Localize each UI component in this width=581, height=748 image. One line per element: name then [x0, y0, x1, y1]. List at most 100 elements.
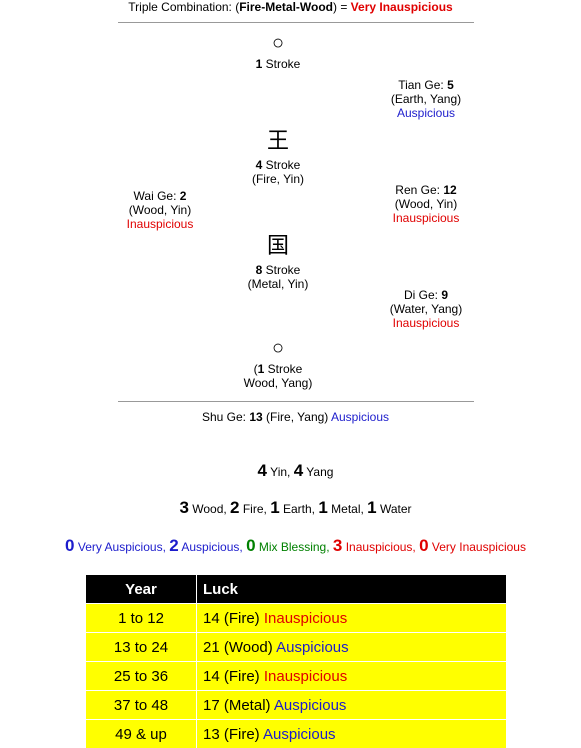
luck-count: 0	[419, 536, 428, 555]
stroke-unit: Stroke	[262, 263, 300, 277]
character-element: Wood, Yang)	[218, 376, 338, 390]
grid-number: 2	[180, 189, 187, 203]
grid-element: (Wood, Yin)	[100, 203, 220, 217]
luck-cell: 21 (Wood) Auspicious	[197, 633, 507, 662]
char-block-2: 王 4 Stroke (Fire, Yin)	[218, 130, 338, 186]
character-element: (Metal, Yin)	[218, 277, 338, 291]
luck-number: 21 (Wood)	[203, 639, 276, 656]
table-row: 25 to 36 14 (Fire) Inauspicious	[86, 662, 506, 691]
luck-value: Auspicious	[276, 639, 349, 656]
character-element: (Fire, Yin)	[218, 172, 338, 186]
grid-label: Ren Ge:	[395, 183, 443, 197]
character-glyph: 国	[218, 235, 338, 259]
character-glyph: 王	[218, 130, 338, 154]
yin-label: Yin,	[267, 465, 294, 479]
table-row: 49 & up 13 (Fire) Auspicious	[86, 720, 506, 748]
circle-placeholder-icon: ○	[218, 33, 338, 53]
grid-luck: Auspicious	[331, 410, 389, 424]
yin-count: 4	[258, 461, 267, 480]
grid-element: (Water, Yang)	[366, 302, 486, 316]
table-row: 37 to 48 17 (Metal) Auspicious	[86, 691, 506, 720]
luck-cell: 14 (Fire) Inauspicious	[197, 662, 507, 691]
grid-luck: Inauspicious	[366, 211, 486, 225]
grid-luck: Inauspicious	[100, 217, 220, 231]
year-cell: 37 to 48	[86, 691, 197, 720]
bottom-divider	[118, 401, 474, 402]
top-divider	[118, 22, 474, 23]
element-label: Metal,	[328, 502, 367, 516]
table-row: 1 to 12 14 (Fire) Inauspicious	[86, 604, 506, 633]
luck-value: Inauspicious	[264, 610, 347, 627]
table-header-row: Year Luck	[86, 575, 506, 604]
luck-count: 3	[333, 536, 342, 555]
grid-number: 13	[249, 410, 262, 424]
element-count: 2	[230, 498, 239, 517]
luck-number: 17 (Metal)	[203, 697, 274, 714]
circle-placeholder-icon: ○	[218, 338, 338, 358]
element-label: Earth,	[280, 502, 319, 516]
yang-count: 4	[294, 461, 303, 480]
year-cell: 49 & up	[86, 720, 197, 748]
grid-label: Tian Ge:	[398, 78, 447, 92]
element-label: Wood,	[189, 502, 230, 516]
char-block-4: ○ (1 Stroke Wood, Yang)	[218, 338, 338, 390]
element-count: 1	[318, 498, 327, 517]
table-row: 13 to 24 21 (Wood) Auspicious	[86, 633, 506, 662]
grid-label: Shu Ge:	[202, 410, 249, 424]
luck-header: Luck	[197, 575, 507, 604]
luck-label: Mix Blessing,	[256, 540, 333, 554]
element-summary: 3 Wood, 2 Fire, 1 Earth, 1 Metal, 1 Wate…	[0, 498, 581, 518]
luck-label: Auspicious,	[179, 540, 246, 554]
luck-count: 0	[65, 536, 74, 555]
grid-element: (Fire, Yang)	[263, 410, 331, 424]
luck-label: Very Auspicious,	[75, 540, 170, 554]
luck-table: Year Luck 1 to 12 14 (Fire) Inauspicious…	[86, 575, 506, 748]
luck-label: Very Inauspicious	[429, 540, 526, 554]
grid-number: 5	[447, 78, 454, 92]
wai-ge: Wai Ge: 2 (Wood, Yin) Inauspicious	[100, 189, 220, 231]
luck-count: 2	[169, 536, 178, 555]
stroke-unit: Stroke	[262, 158, 300, 172]
grid-element: (Wood, Yin)	[366, 197, 486, 211]
stroke-unit: Stroke	[262, 57, 300, 71]
grid-element: (Earth, Yang)	[366, 92, 486, 106]
luck-value: Inauspicious	[264, 668, 347, 685]
element-count: 1	[367, 498, 376, 517]
luck-number: 14 (Fire)	[203, 668, 264, 685]
luck-value: Auspicious	[274, 697, 347, 714]
grid-luck: Auspicious	[366, 106, 486, 120]
luck-number: 14 (Fire)	[203, 610, 264, 627]
luck-count: 0	[246, 536, 255, 555]
element-count: 1	[270, 498, 279, 517]
tian-ge: Tian Ge: 5 (Earth, Yang) Auspicious	[366, 78, 486, 120]
luck-number: 13 (Fire)	[203, 726, 263, 743]
grid-label: Di Ge:	[404, 288, 441, 302]
yang-label: Yang	[303, 465, 333, 479]
element-label: Fire,	[240, 502, 271, 516]
element-label: Water	[377, 502, 412, 516]
yin-yang-summary: 4 Yin, 4 Yang	[0, 461, 581, 481]
di-ge: Di Ge: 9 (Water, Yang) Inauspicious	[366, 288, 486, 330]
luck-summary: 0 Very Auspicious, 2 Auspicious, 0 Mix B…	[0, 536, 581, 556]
grid-number: 9	[441, 288, 448, 302]
luck-label: Inauspicious,	[342, 540, 419, 554]
triple-combination-prefix: Triple Combination: (	[128, 0, 239, 14]
shu-ge: Shu Ge: 13 (Fire, Yang) Auspicious	[0, 410, 581, 424]
element-count: 3	[179, 498, 188, 517]
stroke-unit: Stroke	[264, 362, 302, 376]
grid-luck: Inauspicious	[366, 316, 486, 330]
char-block-3: 国 8 Stroke (Metal, Yin)	[218, 235, 338, 291]
grid-number: 12	[443, 183, 456, 197]
triple-combination-verdict: Very Inauspicious	[351, 0, 453, 14]
year-cell: 1 to 12	[86, 604, 197, 633]
char-block-1: ○ 1 Stroke	[218, 33, 338, 71]
triple-combination-value: Fire-Metal-Wood	[239, 0, 333, 14]
year-header: Year	[86, 575, 197, 604]
luck-cell: 13 (Fire) Auspicious	[197, 720, 507, 748]
triple-combination-suffix: ) =	[333, 0, 351, 14]
year-cell: 25 to 36	[86, 662, 197, 691]
year-cell: 13 to 24	[86, 633, 197, 662]
ren-ge: Ren Ge: 12 (Wood, Yin) Inauspicious	[366, 183, 486, 225]
luck-cell: 17 (Metal) Auspicious	[197, 691, 507, 720]
luck-cell: 14 (Fire) Inauspicious	[197, 604, 507, 633]
